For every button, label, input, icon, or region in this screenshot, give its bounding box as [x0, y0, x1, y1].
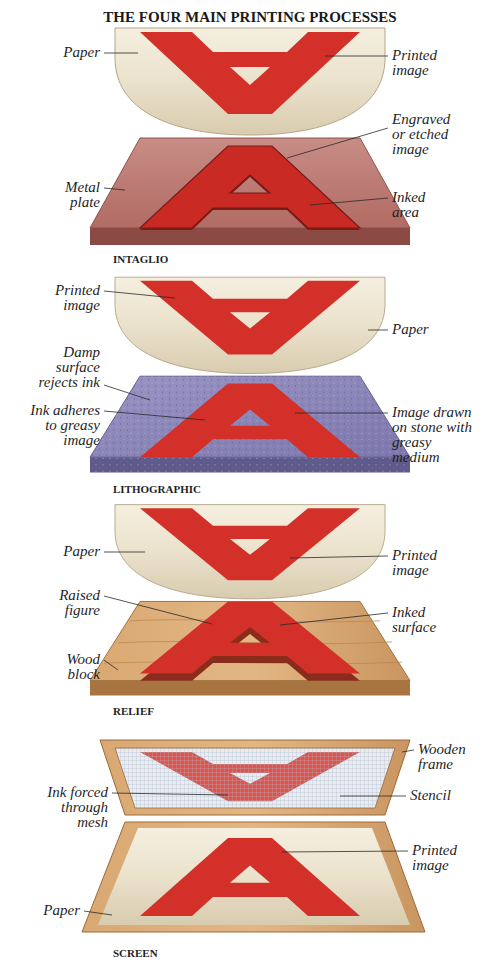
process-name: LITHOGRAPHIC [113, 483, 201, 496]
screen-illustration [82, 740, 425, 932]
process-name: SCREEN [113, 947, 158, 960]
part-label: Paper [40, 544, 100, 559]
process-name: INTAGLIO [113, 253, 168, 266]
part-label: Raised figure [44, 588, 100, 618]
part-label: Wooden frame [418, 742, 480, 772]
part-label: Printed image [34, 283, 100, 313]
part-label: Damp surface rejects ink [24, 345, 100, 390]
leader-lines [84, 53, 414, 915]
part-label: Engraved or etched image [392, 112, 464, 157]
part-label: Inked surface [392, 605, 452, 635]
part-label: Wood block [48, 652, 100, 682]
relief-illustration [90, 505, 410, 696]
lithographic-illustration [90, 277, 410, 472]
part-label: Paper [40, 45, 100, 60]
part-label: Paper [20, 903, 80, 918]
part-label: Inked area [392, 190, 448, 220]
part-label: Printed image [412, 843, 478, 873]
part-label: Ink forced through mesh [32, 785, 108, 830]
part-label: Printed image [392, 548, 458, 578]
part-label: Printed image [392, 48, 458, 78]
process-name: RELIEF [113, 705, 154, 718]
part-label: Metal plate [48, 180, 100, 210]
diagram-title: THE FOUR MAIN PRINTING PROCESSES [0, 8, 500, 26]
part-label: Image drawn on stone with greasy medium [392, 405, 478, 465]
part-label: Ink adheres to greasy image [20, 403, 100, 448]
intaglio-illustration [90, 28, 410, 245]
part-label: Paper [392, 322, 452, 337]
part-label: Stencil [410, 788, 470, 803]
